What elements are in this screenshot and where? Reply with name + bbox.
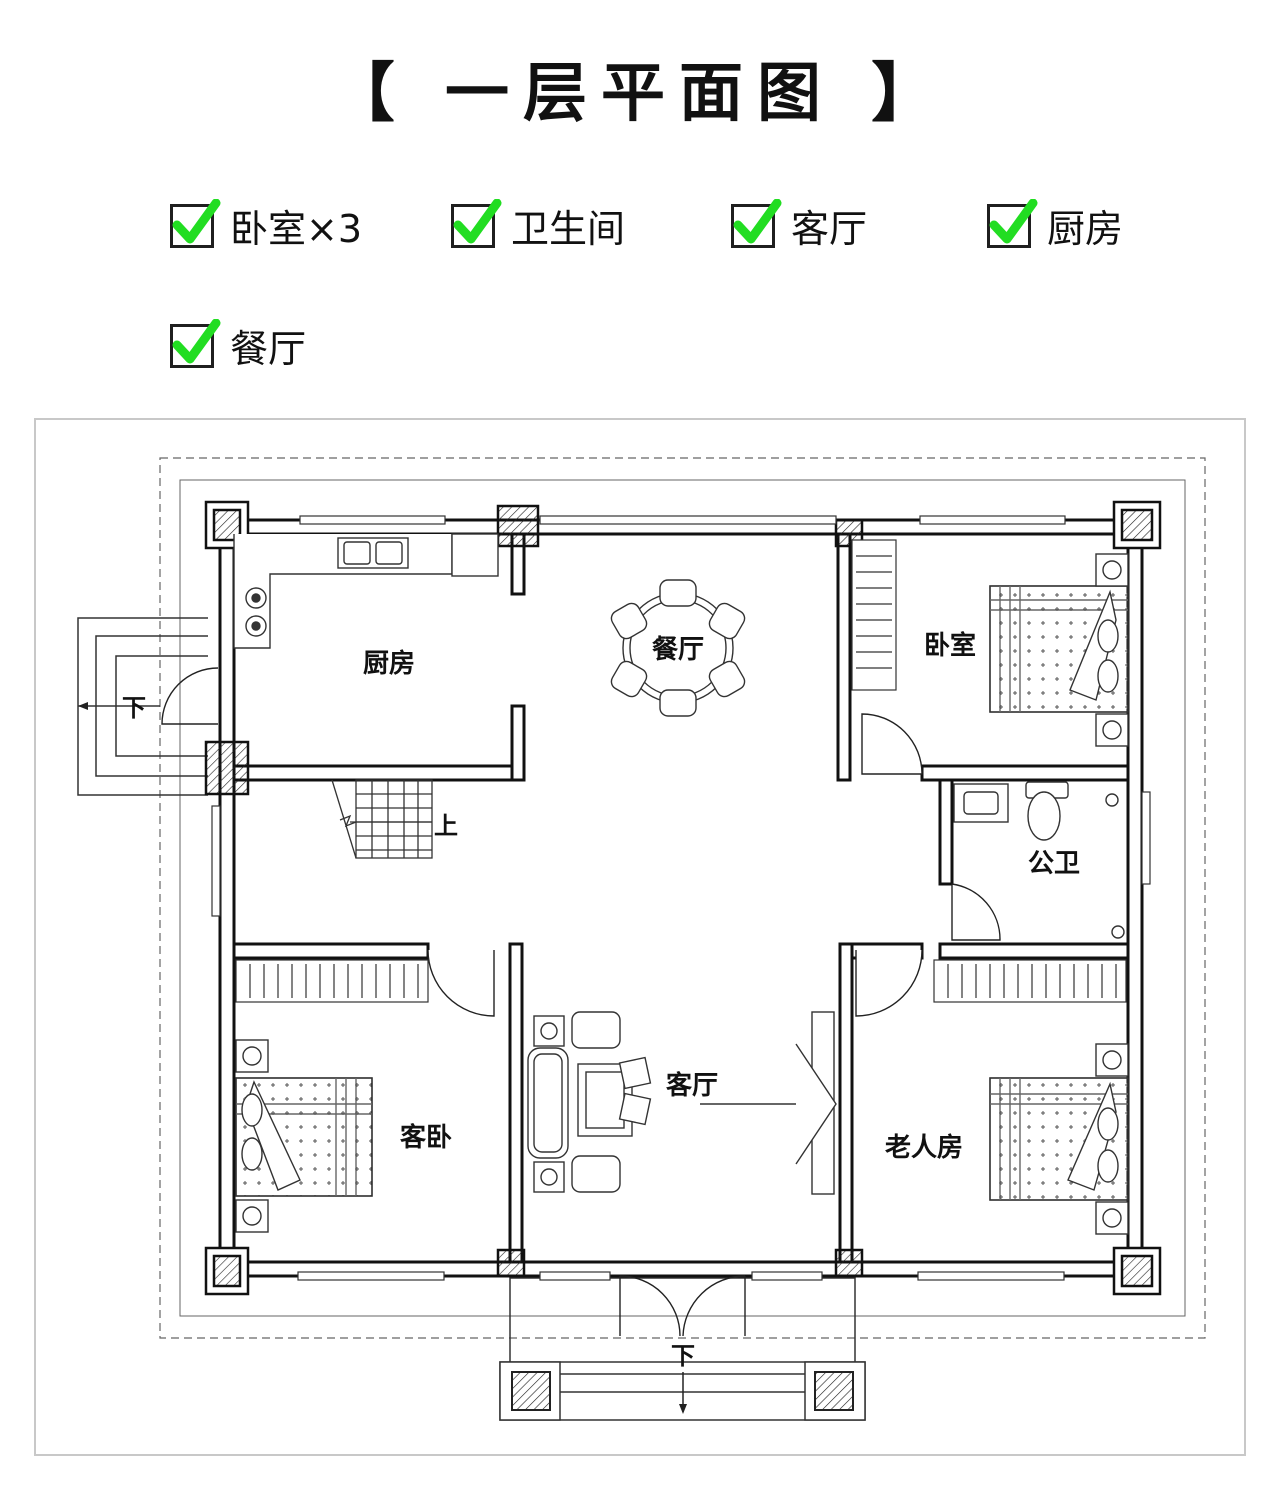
windows xyxy=(211,515,1151,1281)
room-label-bedroom: 卧室 xyxy=(924,630,976,661)
feature-kitchen: 厨房 xyxy=(987,198,1123,253)
feature-bedrooms: 卧室×3 xyxy=(170,198,362,253)
staircase xyxy=(331,779,433,859)
dining-table xyxy=(610,579,746,717)
feature-label: 卫生间 xyxy=(511,207,626,251)
room-label-elder-room: 老人房 xyxy=(885,1133,963,1163)
checkmark-icon xyxy=(731,198,782,248)
room-label-bathroom: 公卫 xyxy=(1028,849,1080,879)
front-porch xyxy=(499,1277,866,1421)
feature-bathroom: 卫生间 xyxy=(451,198,625,253)
side-entrance-steps xyxy=(77,617,208,796)
direction-label-stairs-up: 上 xyxy=(434,812,458,840)
feature-label: 厨房 xyxy=(1047,207,1124,251)
feature-dining: 餐厅 xyxy=(170,318,306,373)
floor-plan-frame xyxy=(34,418,1246,1456)
direction-label-front-down: 下 xyxy=(671,1342,695,1370)
bathroom-fixtures xyxy=(953,781,1125,939)
roof-outline xyxy=(159,457,1206,1339)
checkmark-icon xyxy=(451,198,502,248)
feature-label: 客厅 xyxy=(791,207,868,251)
doors xyxy=(161,667,1001,1337)
page-title: 【 一层平面图 】 xyxy=(330,57,950,131)
checkmark-icon xyxy=(170,318,221,368)
wardrobes xyxy=(235,539,1127,1003)
checkmark-icon xyxy=(170,198,221,248)
feature-living-room: 客厅 xyxy=(731,198,867,253)
checkmark-icon xyxy=(987,198,1038,248)
kitchen-counter xyxy=(233,533,499,649)
room-label-guest-bedroom: 客卧 xyxy=(400,1122,452,1153)
direction-label-side-down: 下 xyxy=(122,694,146,722)
columns xyxy=(204,500,1162,1296)
room-label-dining: 餐厅 xyxy=(652,635,704,665)
feature-label: 卧室×3 xyxy=(230,207,363,251)
living-room-furniture xyxy=(527,1011,837,1195)
beds xyxy=(235,553,1129,1235)
room-label-living: 客厅 xyxy=(666,1070,718,1101)
room-label-kitchen: 厨房 xyxy=(363,649,415,679)
feature-label: 餐厅 xyxy=(230,327,307,371)
